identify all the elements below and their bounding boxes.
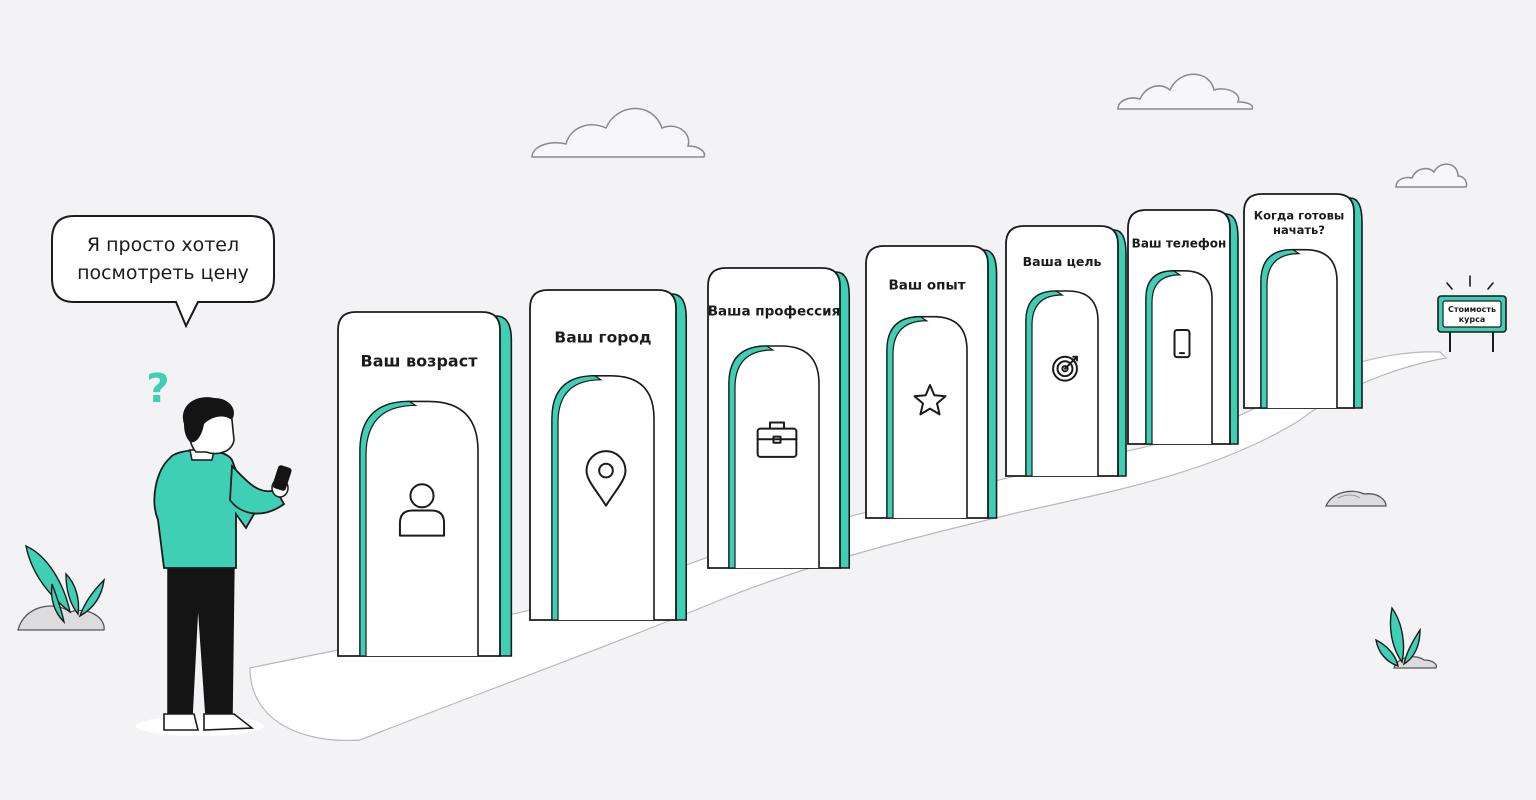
rock (1325, 490, 1387, 507)
gate-inner-side (551, 375, 603, 621)
gate-5: Ваша цель (1005, 225, 1127, 477)
gates-group: Ваш возраст Ваш город Ваша профессия Ваш оп… (337, 193, 1363, 657)
gate-label: Ваша профессия (708, 303, 841, 319)
gate-2: Ваш город (529, 289, 688, 621)
gate-inner-side (1145, 270, 1182, 445)
person-icon (398, 483, 446, 537)
gate-label: Ваша цель (1023, 254, 1102, 269)
person-figure (136, 397, 292, 736)
gate-opening (886, 315, 968, 518)
speech-line2: посмотреть цену (77, 262, 249, 284)
gate-inner-side (728, 345, 775, 569)
gate-label: Ваш город (554, 328, 651, 346)
gate-label-line1: Когда готовы (1254, 208, 1345, 222)
sparkle-line (1446, 282, 1453, 290)
gate-label: Ваш телефон (1132, 237, 1227, 251)
gate-6: Ваш телефон (1127, 209, 1239, 445)
speech-bubble: Я просто хотел посмотреть цену (51, 215, 275, 329)
gate-4: Ваш опыт (865, 245, 998, 519)
phone-in-hand (272, 465, 292, 491)
cloud-icon (1117, 73, 1254, 110)
phone-icon (1173, 328, 1191, 359)
question-mark: ? (146, 366, 169, 412)
plant-right (1375, 606, 1421, 668)
cloud-icon (1395, 163, 1468, 188)
gate-inner-side (1260, 249, 1301, 409)
signpost-line2: курса (1459, 315, 1486, 324)
gate-1: Ваш возраст (337, 311, 513, 657)
gate-label: Ваш опыт (888, 277, 965, 293)
plant-left (25, 544, 105, 625)
gate-opening (1260, 248, 1338, 408)
target-icon (1052, 355, 1078, 382)
gate-inner-side (886, 316, 929, 519)
location-pin-icon (585, 450, 627, 507)
signpost-line1: Стоимость (1448, 305, 1496, 314)
gate-label-line2: начать? (1273, 223, 1325, 237)
gate-inner-side (359, 400, 418, 657)
price-signpost: Стоимость курса (1437, 275, 1507, 352)
gate-opening (551, 375, 655, 620)
briefcase-icon (756, 421, 798, 458)
gate-opening (359, 400, 479, 656)
sparkle-line (1487, 282, 1494, 290)
gate-3: Ваша профессия (707, 267, 851, 569)
cloud-icon (531, 107, 706, 158)
gate-label: Ваш возраст (361, 352, 479, 371)
gate-inner-side (1025, 290, 1065, 477)
gate-opening (1025, 290, 1099, 476)
speech-line1: Я просто хотел (87, 234, 239, 256)
star-icon (913, 384, 947, 416)
